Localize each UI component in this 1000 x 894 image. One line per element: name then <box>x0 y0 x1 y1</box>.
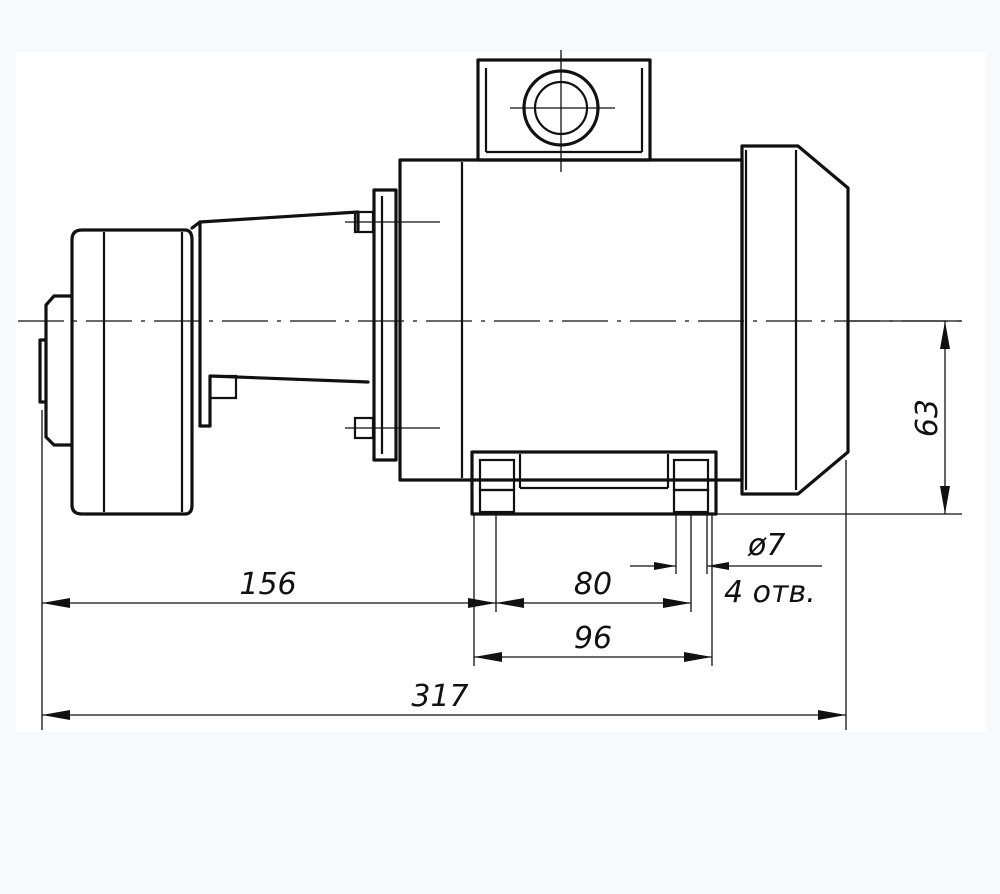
dim-length-to-foot-label: 156 <box>239 567 296 602</box>
dim-length-to-foot: 156 <box>42 567 496 608</box>
output-shaft <box>38 294 74 447</box>
dim-overall-length: 317 <box>42 679 846 720</box>
dim-hole-diameter-label: ø7 <box>747 528 785 563</box>
mounting-flange <box>345 188 440 462</box>
dim-hole-diameter: ø7 4 отв. <box>630 528 822 610</box>
dim-foot-width-label: 96 <box>574 621 612 656</box>
dimensions: 317 156 80 96 63 <box>41 320 962 730</box>
dim-hole-count-label: 4 отв. <box>724 575 816 610</box>
gearbox-housing <box>190 210 370 428</box>
dim-shaft-height: 63 <box>910 321 950 514</box>
gearbox <box>70 228 194 516</box>
dim-foot-width: 96 <box>474 621 712 662</box>
fan-cover <box>740 144 850 496</box>
dim-shaft-height-label: 63 <box>910 399 945 437</box>
dim-foot-hole-spacing-label: 80 <box>574 567 612 602</box>
dim-foot-hole-spacing: 80 <box>496 567 691 608</box>
dim-overall-length-label: 317 <box>411 679 468 714</box>
terminal-box <box>476 50 652 172</box>
motor-drawing <box>18 50 962 516</box>
